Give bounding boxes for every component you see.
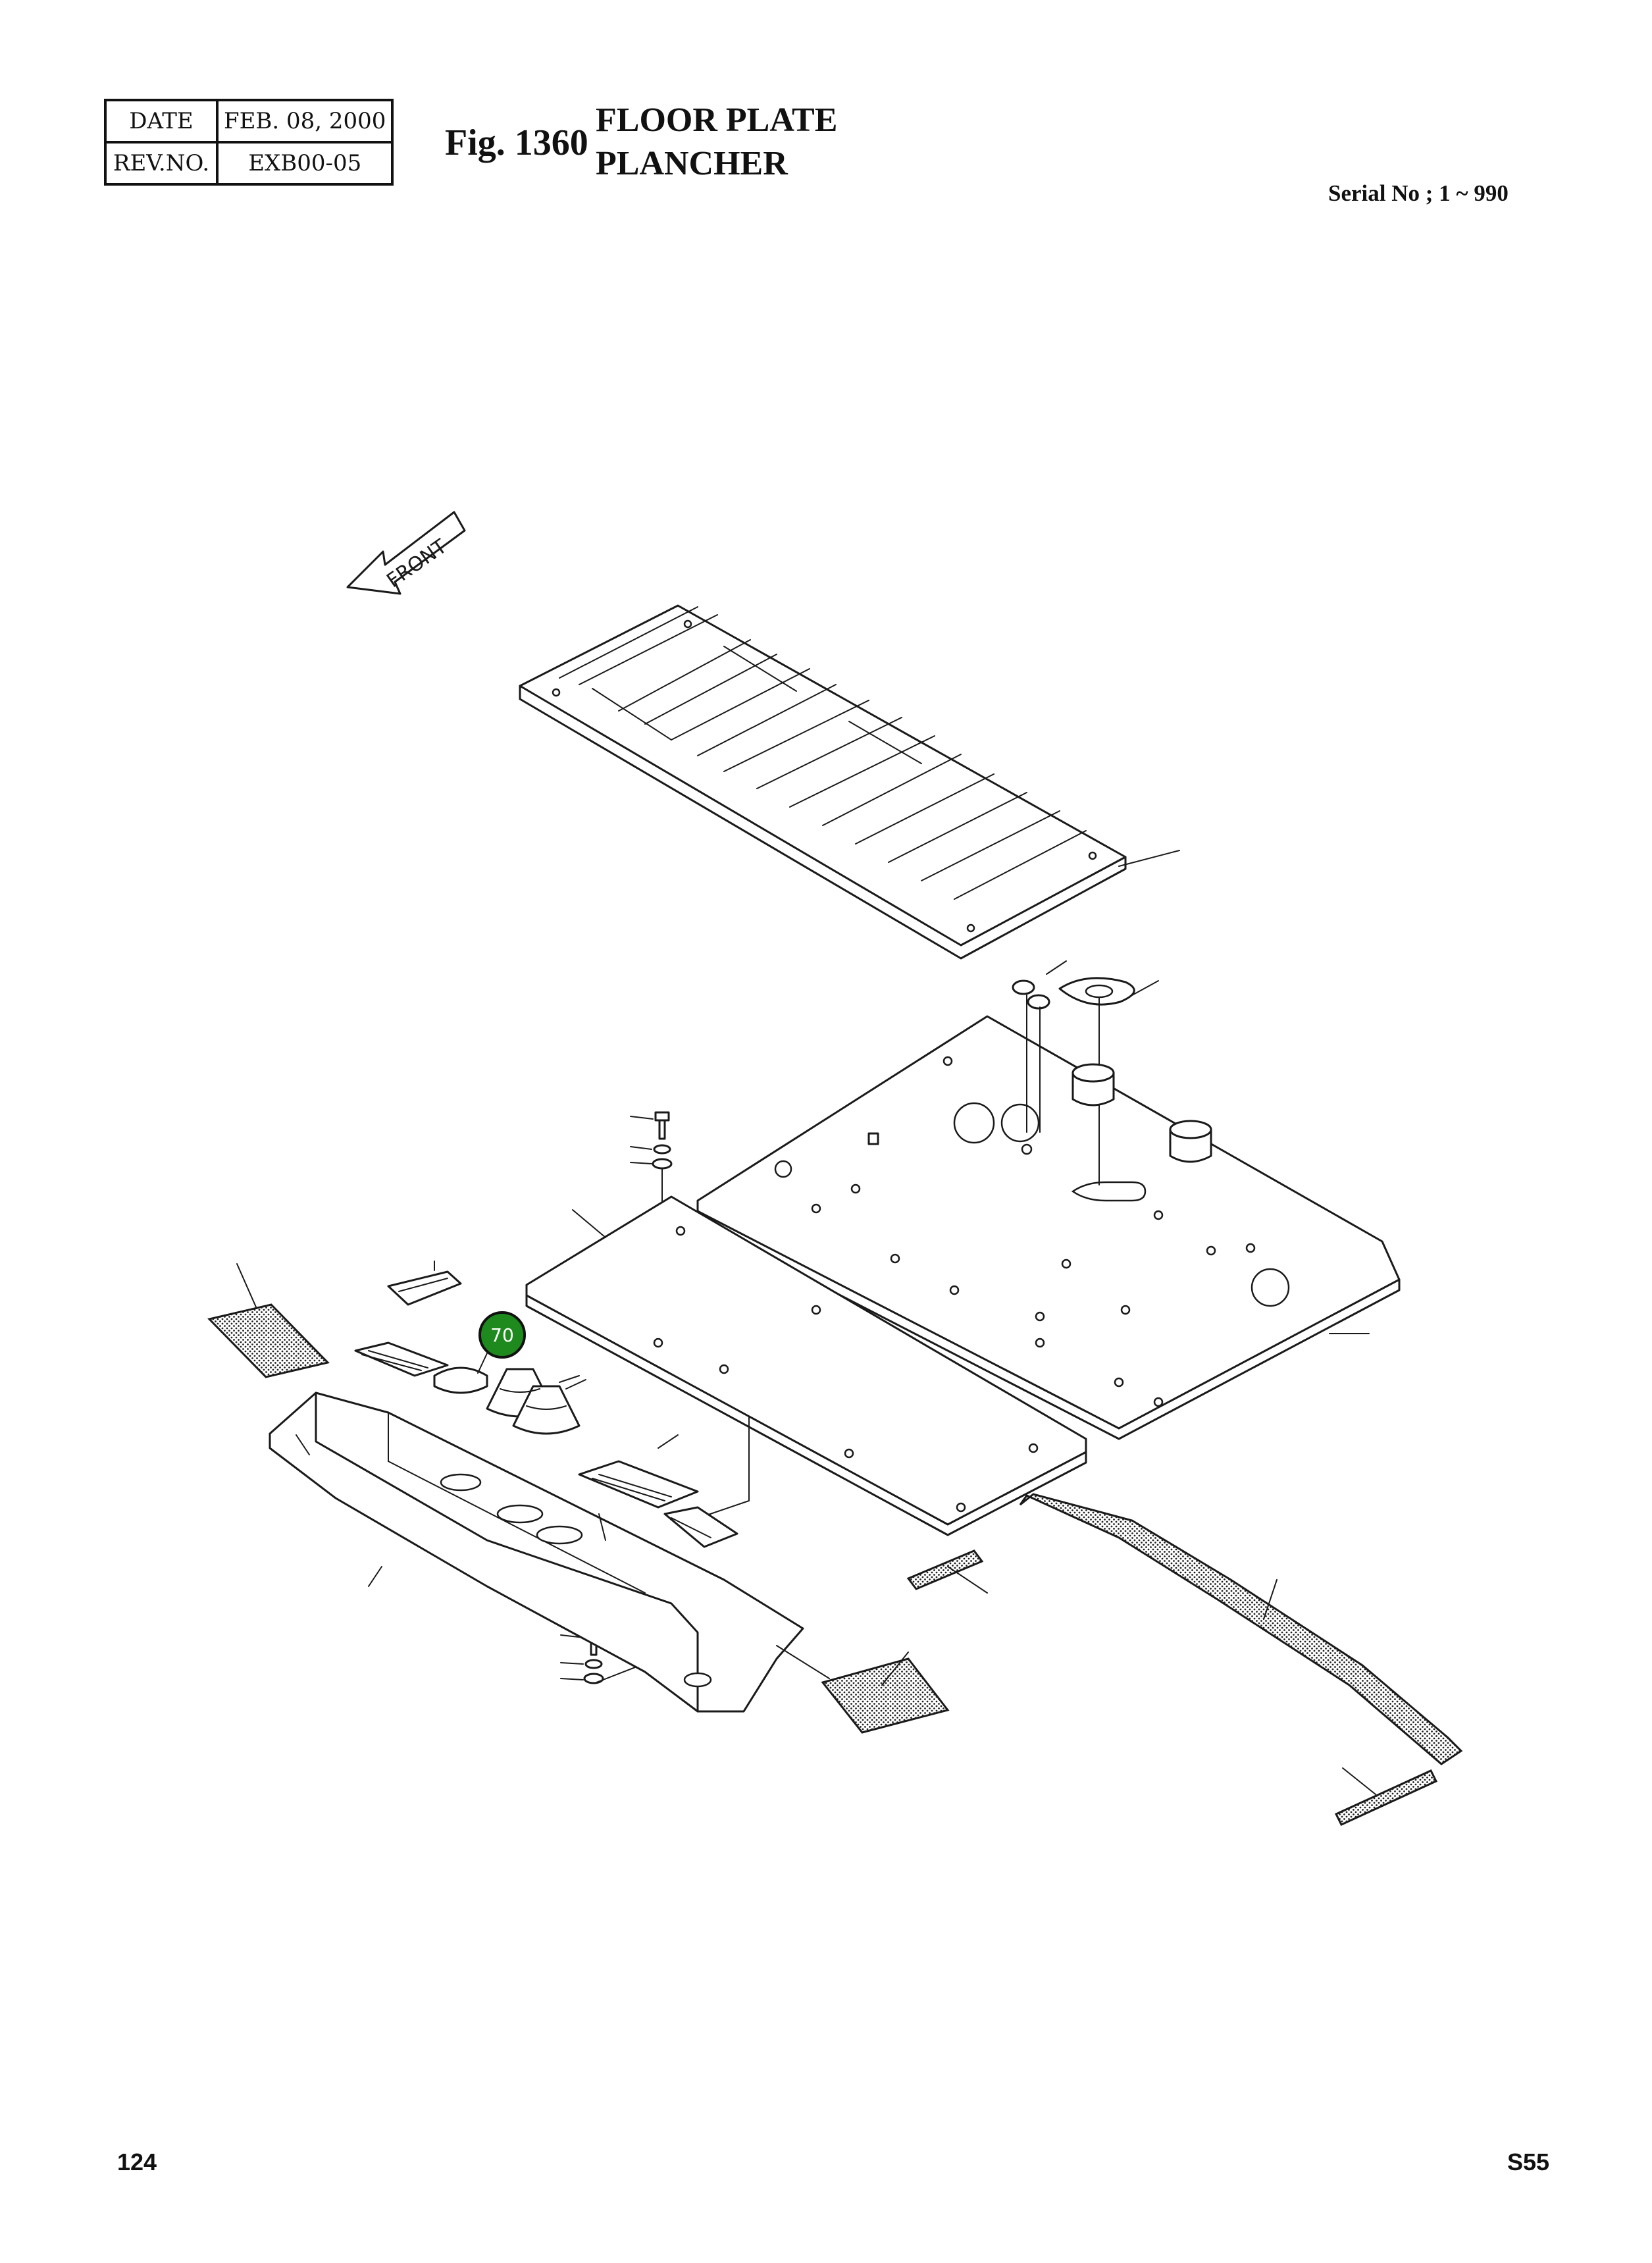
front-arrow-label: FRONT <box>382 534 452 592</box>
revision-table: DATE FEB. 08, 2000 REV.NO. EXB00-05 <box>104 99 394 186</box>
pedal-treads <box>354 1261 738 1548</box>
page-number-right: S55 <box>1507 2148 1550 2175</box>
bolt-group-upper <box>630 1111 673 1205</box>
callout-70-label: 70 <box>490 1324 514 1346</box>
callout-70-circle <box>478 1311 526 1359</box>
date-value: FEB. 08, 2000 <box>215 99 394 143</box>
lever-boots <box>433 1366 586 1435</box>
floor-mat <box>519 604 1180 960</box>
main-floor-plate <box>696 1015 1401 1440</box>
pedal-cover <box>269 1392 830 1713</box>
serial-range: Serial No ; 1 ~ 990 <box>1328 180 1509 206</box>
anti-slip-pads <box>207 1263 1463 1826</box>
grommets <box>1012 960 1212 1185</box>
rev-value: EXB00-05 <box>215 141 394 186</box>
title-french: PLANCHER <box>596 145 788 182</box>
date-label: DATE <box>104 99 219 143</box>
front-floor-plate <box>525 1195 1087 1536</box>
page-number-left: 124 <box>117 2148 157 2175</box>
rev-label: REV.NO. <box>104 141 219 186</box>
callout-70[interactable]: 70 <box>477 1311 526 1374</box>
figure-title: FLOOR PLATE PLANCHER <box>596 99 837 186</box>
title-english: FLOOR PLATE <box>596 101 838 139</box>
front-arrow-icon: FRONT <box>346 511 466 595</box>
figure-number: Fig. 1360 <box>445 122 588 163</box>
